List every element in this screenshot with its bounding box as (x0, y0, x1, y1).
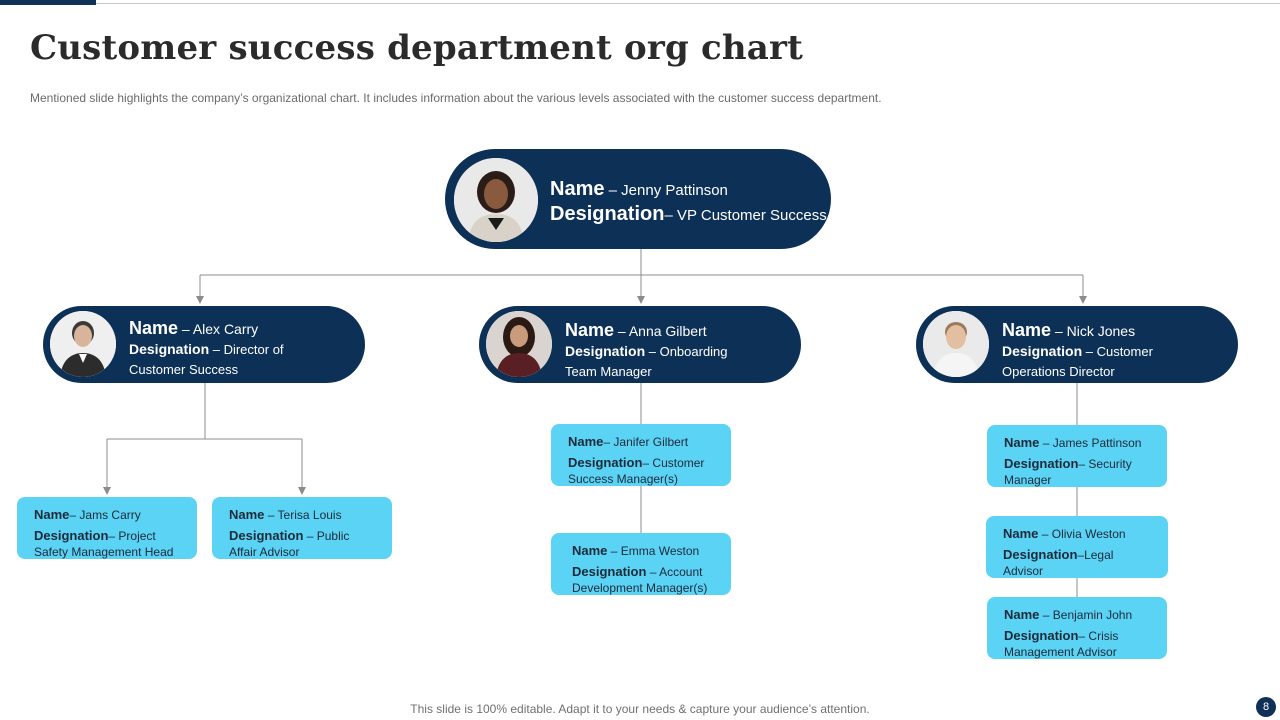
avatar-anna (486, 311, 552, 377)
anna-designation-label: Designation (565, 343, 646, 359)
person-icon (486, 311, 552, 377)
card-designation-label: Designation (229, 528, 304, 544)
avatar-jenny (454, 158, 538, 242)
card-designation-label: Designation (568, 455, 643, 471)
person-icon (923, 311, 989, 377)
card-name-label: Name (572, 543, 608, 558)
vp-name-label: Name (550, 178, 605, 200)
alex-name: – Alex Carry (178, 321, 259, 337)
vp-designation-label: Designation (550, 203, 665, 225)
vp-designation: – VP Customer Success (664, 207, 827, 224)
nick-name-label: Name (1002, 320, 1052, 340)
card-designation: – Customer Success Manager(s) (568, 456, 705, 486)
card-designation-label: Designation (1004, 456, 1079, 472)
card-name-label: Name (1003, 526, 1039, 541)
card-name: – Janifer Gilbert (603, 435, 689, 449)
page-number-badge: 8 (1256, 697, 1276, 717)
top-accent-bar (0, 0, 96, 5)
card-designation: – Project Safety Management Head (34, 529, 174, 559)
card-designation-label: Designation (572, 564, 647, 580)
alex-designation: – Director of Customer Success (129, 342, 284, 377)
alex-designation-label: Designation (129, 341, 210, 357)
card-name-label: Name (1004, 435, 1040, 450)
card-name-label: Name (34, 507, 70, 522)
card-name-label: Name (229, 507, 265, 522)
alex-name-label: Name (129, 318, 179, 338)
card-emma-weston[interactable]: Name – Emma Weston Designation – Account… (551, 533, 731, 595)
card-jams-carry[interactable]: Name– Jams Carry Designation– Project Sa… (17, 497, 197, 559)
top-divider-line (96, 3, 1280, 4)
slide-footer: This slide is 100% editable. Adapt it to… (410, 702, 870, 716)
card-designation: – Public Affair Advisor (229, 529, 350, 559)
card-name-label: Name (568, 434, 604, 449)
node-alex[interactable]: Name – Alex Carry Designation – Director… (43, 306, 365, 383)
anna-name-label: Name (565, 320, 615, 340)
card-designation-label: Designation (34, 528, 109, 544)
nick-name: – Nick Jones (1051, 323, 1136, 339)
node-anna[interactable]: Name – Anna Gilbert Designation – Onboar… (479, 306, 801, 383)
card-name: – Benjamin John (1039, 608, 1133, 622)
card-designation: – Crisis Management Advisor (1004, 629, 1119, 659)
card-designation: – Security Manager (1004, 457, 1132, 487)
card-name: – Terisa Louis (264, 508, 342, 522)
card-name: – Jams Carry (69, 508, 141, 522)
anna-name: – Anna Gilbert (614, 323, 707, 339)
card-designation-label: Designation (1003, 547, 1078, 563)
card-name-label: Name (1004, 607, 1040, 622)
vp-name: – Jenny Pattinson (604, 182, 728, 199)
node-vp[interactable]: Name – Jenny Pattinson Designation– VP C… (445, 149, 831, 249)
card-james-pattinson[interactable]: Name – James Pattinson Designation– Secu… (987, 425, 1167, 487)
avatar-alex (50, 311, 116, 377)
nick-designation-label: Designation (1002, 343, 1083, 359)
card-janifer-gilbert[interactable]: Name– Janifer Gilbert Designation– Custo… (551, 424, 731, 486)
card-name: – Emma Weston (607, 544, 700, 558)
slide-subtitle: Mentioned slide highlights the company’s… (30, 91, 882, 105)
card-designation: –Legal Advisor (1003, 548, 1114, 578)
card-benjamin-john[interactable]: Name – Benjamin John Designation– Crisis… (987, 597, 1167, 659)
card-designation: – Account Development Manager(s) (572, 565, 708, 595)
person-icon (454, 158, 538, 242)
anna-designation: – Onboarding Team Manager (565, 344, 728, 379)
card-terisa-louis[interactable]: Name – Terisa Louis Designation – Public… (212, 497, 392, 559)
node-nick[interactable]: Name – Nick Jones Designation – Customer… (916, 306, 1238, 383)
slide-title: Customer success department org chart (30, 28, 804, 68)
person-icon (50, 311, 116, 377)
card-designation-label: Designation (1004, 628, 1079, 644)
card-olivia-weston[interactable]: Name – Olivia Weston Designation–Legal A… (986, 516, 1168, 578)
card-name: – Olivia Weston (1038, 527, 1126, 541)
card-name: – James Pattinson (1039, 436, 1142, 450)
nick-designation: – Customer Operations Director (1002, 344, 1153, 379)
avatar-nick (923, 311, 989, 377)
